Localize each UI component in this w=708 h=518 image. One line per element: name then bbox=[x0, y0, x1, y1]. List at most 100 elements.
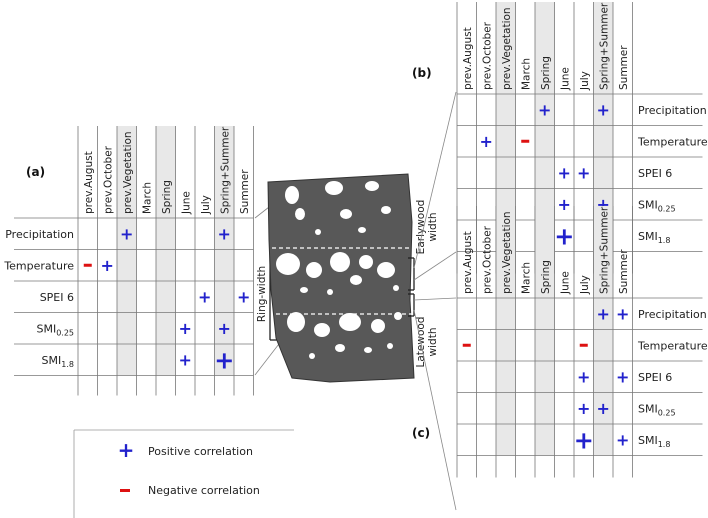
positive-correlation-symbol: + bbox=[118, 438, 135, 462]
shaded-column bbox=[214, 126, 234, 376]
negative-correlation-mark bbox=[521, 139, 530, 143]
positive-correlation-mark: + bbox=[120, 225, 133, 244]
negative-correlation-mark bbox=[83, 263, 92, 267]
latewood-label-line2: width bbox=[427, 328, 439, 357]
panel-b-label: (b) bbox=[412, 66, 432, 80]
connector-line bbox=[413, 297, 457, 301]
column-header: Spring+Summer bbox=[598, 2, 610, 90]
negative-correlation-mark bbox=[462, 343, 471, 347]
positive-correlation-mark: + bbox=[237, 288, 250, 307]
column-header: Summer bbox=[239, 169, 251, 214]
positive-correlation-mark: + bbox=[616, 431, 629, 450]
row-label: SMI1.8 bbox=[638, 434, 670, 449]
column-header: prev.August bbox=[462, 27, 474, 90]
column-header: Spring bbox=[540, 260, 552, 294]
row-label: Precipitation bbox=[5, 228, 74, 241]
row-label: SPEI 6 bbox=[638, 167, 672, 180]
earlywood-label-line2: width bbox=[427, 213, 439, 242]
shaded-column bbox=[535, 2, 555, 252]
column-header: Summer bbox=[618, 249, 630, 294]
legend: + Positive correlation Negative correlat… bbox=[73, 429, 294, 518]
row-label: Precipitation bbox=[638, 308, 707, 321]
row-label: SMI1.8 bbox=[42, 354, 74, 369]
connector-line bbox=[413, 251, 457, 281]
positive-correlation-mark: + bbox=[616, 305, 629, 324]
panel-c-label: (c) bbox=[412, 426, 430, 440]
positive-correlation-mark: + bbox=[179, 319, 192, 338]
shaded-column bbox=[593, 2, 613, 252]
column-header: prev.August bbox=[462, 231, 474, 294]
positive-correlation-mark: + bbox=[554, 222, 574, 250]
earlywood-bracket bbox=[408, 257, 415, 291]
column-header: March bbox=[141, 182, 153, 214]
column-header: prev.October bbox=[481, 21, 493, 90]
positive-correlation-mark: + bbox=[597, 305, 610, 324]
row-label: SPEI 6 bbox=[638, 371, 672, 384]
connector-line bbox=[413, 309, 457, 511]
column-header: July bbox=[579, 275, 591, 295]
column-header: Spring+Summer bbox=[219, 126, 231, 214]
row-label: SMI1.8 bbox=[638, 230, 670, 245]
column-header: July bbox=[579, 71, 591, 91]
column-header: Summer bbox=[618, 45, 630, 90]
negative-correlation-mark bbox=[579, 343, 588, 347]
latewood-bracket bbox=[408, 293, 415, 317]
column-header: prev.Vegetation bbox=[501, 211, 513, 294]
column-header: March bbox=[520, 262, 532, 294]
shaded-column bbox=[496, 206, 516, 456]
earlywood-label-line1: Earlywood bbox=[415, 200, 427, 255]
column-header: June bbox=[559, 271, 571, 295]
positive-correlation-mark: + bbox=[218, 319, 231, 338]
column-header: prev.August bbox=[83, 151, 95, 214]
positive-correlation-mark: + bbox=[577, 399, 590, 418]
ring-width-label: Ring-width bbox=[256, 266, 268, 322]
positive-correlation-mark: + bbox=[597, 101, 610, 120]
positive-correlation-mark: + bbox=[218, 225, 231, 244]
column-header: July bbox=[200, 195, 212, 215]
connector-line bbox=[413, 91, 457, 269]
row-label: SMI0.25 bbox=[638, 198, 676, 213]
positive-correlation-mark: + bbox=[480, 132, 493, 151]
wood-cross-section-image bbox=[267, 173, 415, 383]
column-header: Spring bbox=[161, 180, 173, 214]
positive-correlation-mark: + bbox=[214, 346, 234, 374]
column-header: prev.October bbox=[102, 145, 114, 214]
column-header: prev.Vegetation bbox=[122, 131, 134, 214]
positive-correlation-mark: + bbox=[577, 368, 590, 387]
positive-correlation-mark: + bbox=[198, 288, 211, 307]
legend-negative-label: Negative correlation bbox=[148, 484, 260, 497]
column-header: prev.October bbox=[481, 225, 493, 294]
legend-positive-label: Positive correlation bbox=[148, 445, 253, 458]
column-header: Spring bbox=[540, 56, 552, 90]
shaded-column bbox=[156, 126, 176, 376]
shaded-column bbox=[496, 2, 516, 252]
column-header: June bbox=[180, 191, 192, 215]
positive-correlation-mark: + bbox=[558, 195, 571, 214]
shaded-column bbox=[535, 206, 555, 456]
row-label: Precipitation bbox=[638, 104, 707, 117]
positive-correlation-mark: + bbox=[574, 426, 594, 454]
positive-correlation-mark: + bbox=[538, 101, 551, 120]
row-label: SMI0.25 bbox=[638, 402, 676, 417]
positive-correlation-mark: + bbox=[558, 164, 571, 183]
positive-correlation-mark: + bbox=[179, 351, 192, 370]
positive-correlation-mark: + bbox=[616, 368, 629, 387]
positive-correlation-mark: + bbox=[597, 399, 610, 418]
connector-line bbox=[254, 339, 283, 376]
column-header: June bbox=[559, 67, 571, 91]
shaded-column bbox=[593, 206, 613, 456]
column-header: Spring+Summer bbox=[598, 206, 610, 294]
row-label: Temperature bbox=[637, 135, 708, 148]
column-header: March bbox=[520, 58, 532, 90]
row-label: Temperature bbox=[637, 339, 708, 352]
negative-correlation-symbol bbox=[120, 489, 130, 492]
positive-correlation-mark: + bbox=[577, 164, 590, 183]
column-header: prev.Vegetation bbox=[501, 7, 513, 90]
row-label: SMI0.25 bbox=[36, 322, 74, 337]
shaded-column bbox=[117, 126, 137, 376]
row-label: Temperature bbox=[3, 259, 74, 272]
